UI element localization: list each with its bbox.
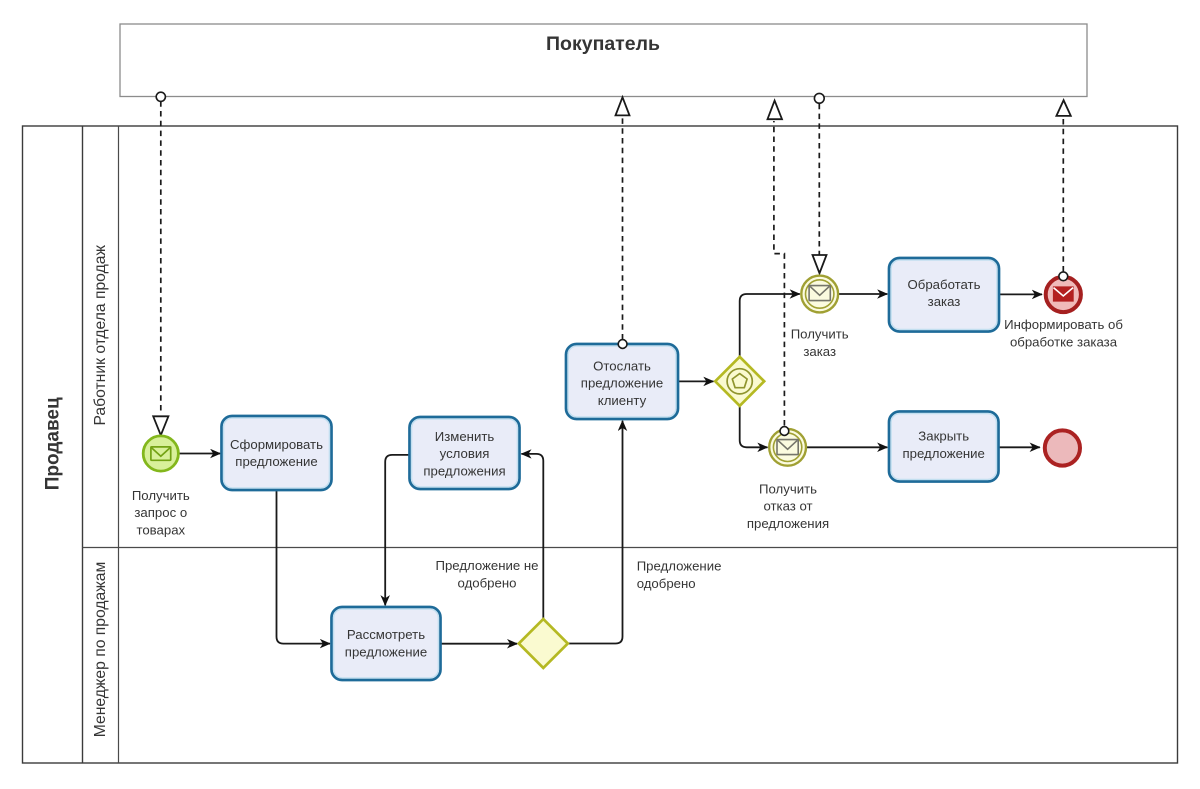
svg-text:Получить: Получить xyxy=(791,327,849,342)
svg-text:заказ: заказ xyxy=(928,294,961,309)
svg-text:предложения: предложения xyxy=(747,516,829,531)
svg-text:Информировать об: Информировать об xyxy=(1004,317,1123,332)
svg-text:одобрено: одобрено xyxy=(458,576,517,591)
svg-text:Покупатель: Покупатель xyxy=(546,33,660,55)
svg-text:предложение: предложение xyxy=(345,645,427,660)
svg-text:предложение: предложение xyxy=(235,454,317,469)
svg-text:Сформировать: Сформировать xyxy=(230,437,323,452)
svg-text:Менеджер по продажам: Менеджер по продажам xyxy=(92,562,109,738)
svg-text:Обработать: Обработать xyxy=(908,277,981,292)
svg-text:клиенту: клиенту xyxy=(598,393,647,408)
svg-text:одобрено: одобрено xyxy=(637,576,696,591)
svg-text:Закрыть: Закрыть xyxy=(918,429,969,444)
svg-text:Отослать: Отослать xyxy=(593,358,651,373)
svg-text:Изменить: Изменить xyxy=(435,429,495,444)
svg-text:предложение: предложение xyxy=(903,446,985,461)
svg-text:Работник отдела продаж: Работник отдела продаж xyxy=(92,245,109,426)
svg-text:Предложение: Предложение xyxy=(637,559,722,574)
svg-text:заказ: заказ xyxy=(803,344,836,359)
svg-text:товарах: товарах xyxy=(136,522,185,537)
svg-text:предложения: предложения xyxy=(423,464,505,479)
svg-text:Предложение не: Предложение не xyxy=(435,558,538,573)
svg-text:Получить: Получить xyxy=(132,488,190,503)
svg-text:предложение: предложение xyxy=(581,376,663,391)
svg-text:Рассмотреть: Рассмотреть xyxy=(347,627,425,642)
svg-text:запрос о: запрос о xyxy=(134,505,187,520)
svg-text:Получить: Получить xyxy=(759,481,817,496)
svg-text:обработке заказа: обработке заказа xyxy=(1010,335,1118,350)
svg-text:Продавец: Продавец xyxy=(43,397,64,490)
svg-text:условия: условия xyxy=(440,446,490,461)
svg-text:отказ от: отказ от xyxy=(763,499,812,514)
